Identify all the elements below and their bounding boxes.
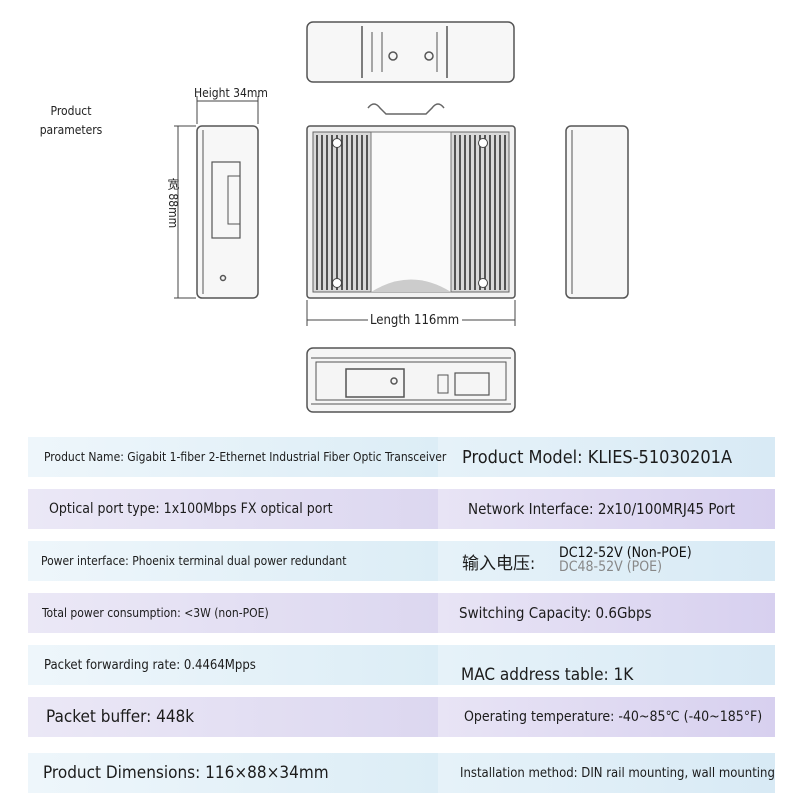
bottom-view (306, 347, 516, 413)
spec-product-name: Product Name: Gigabit 1-fiber 2-Ethernet… (44, 450, 447, 464)
left-side-view (174, 96, 259, 299)
spec-network-interface: Network Interface: 2x10/100MRJ45 Port (468, 500, 736, 518)
spec-mac-address-table: MAC address table: 1K (461, 665, 634, 685)
spec-input-voltage-label: 输入电压: (462, 553, 536, 574)
spec-power-interface: Power interface: Phoenix terminal dual p… (41, 554, 347, 568)
spec-operating-temperature: Operating temperature: -40~85℃ (-40~185°… (464, 709, 763, 725)
spec-power-consumption: Total power consumption: <3W (non-POE) (42, 606, 269, 620)
spec-row-1: Product Name: Gigabit 1-fiber 2-Ethernet… (28, 437, 775, 477)
spec-product-model: Product Model: KLIES-51030201A (462, 446, 733, 468)
top-view (306, 21, 515, 83)
width-dimension-label: 宽 88mm (166, 178, 180, 229)
spec-row-5: Packet forwarding rate: 0.4464Mpps MAC a… (28, 645, 775, 685)
spec-input-voltage-nonpoe: DC12-52V (Non-POE) (559, 545, 692, 561)
product-technical-drawing (174, 21, 629, 413)
spec-row-6: Packet buffer: 448k Operating temperatur… (28, 697, 775, 737)
spec-switching-capacity: Switching Capacity: 0.6Gbps (459, 604, 652, 622)
spec-row-7: Product Dimensions: 116×88×34mm Installa… (28, 753, 775, 793)
front-view (306, 103, 516, 326)
spec-product-dimensions: Product Dimensions: 116×88×34mm (43, 763, 329, 783)
length-dimension-label: Length 116mm (370, 313, 460, 328)
spec-packet-forwarding-rate: Packet forwarding rate: 0.4464Mpps (44, 657, 256, 673)
spec-row-4: Total power consumption: <3W (non-POE) S… (28, 593, 775, 633)
right-side-view (565, 125, 629, 299)
spec-installation-method: Installation method: DIN rail mounting, … (460, 765, 775, 781)
spec-input-voltage-poe: DC48-52V (POE) (559, 559, 662, 575)
height-dimension-label: Height 34mm (194, 86, 268, 100)
spec-packet-buffer: Packet buffer: 448k (46, 707, 195, 727)
spec-optical-port-type: Optical port type: 1x100Mbps FX optical … (49, 501, 333, 517)
spec-row-2: Optical port type: 1x100Mbps FX optical … (28, 489, 775, 529)
spec-row-3: Power interface: Phoenix terminal dual p… (28, 541, 775, 581)
product-parameters-label: Product parameters (39, 104, 103, 137)
